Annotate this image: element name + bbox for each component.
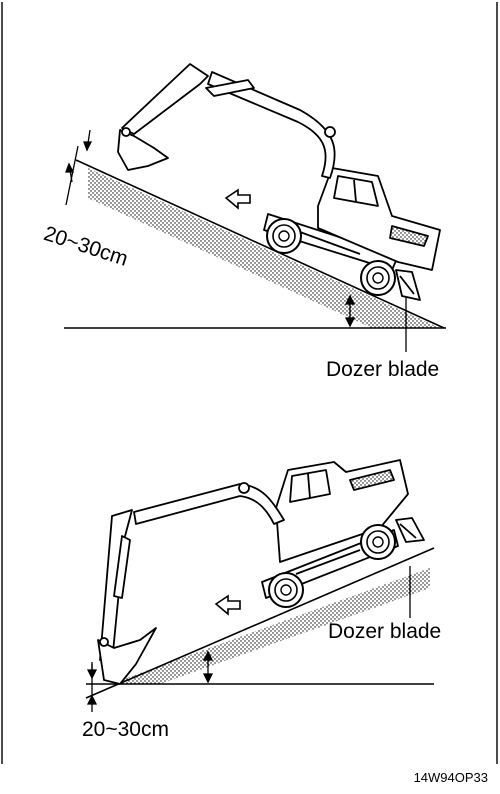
top-rear-wheel [266,218,302,254]
bottom-dimension-marker [86,662,98,712]
top-figure [64,63,446,352]
figure-code: 14W94OP33 [413,770,488,785]
bottom-front-wheel [360,524,396,560]
bottom-figure [85,459,435,712]
top-dozer-blade-label: Dozer blade [326,358,440,381]
top-blade-height-marker [344,294,356,328]
bottom-dimension-label: 20~30cm [82,718,169,741]
top-direction-arrow [224,188,251,210]
top-slope-hatch [88,168,440,328]
top-dimension-marker [65,129,93,206]
top-slope-line [75,159,445,329]
bottom-dozer-blade-label: Dozer blade [328,620,442,643]
bottom-blade-height-marker [202,650,214,684]
bottom-slope-hatch [110,568,430,684]
bottom-direction-arrow [214,594,241,616]
bottom-excavator [97,459,425,685]
bottom-rear-wheel [268,572,304,608]
bottom-slope-line [85,547,435,699]
top-front-wheel [360,260,396,296]
